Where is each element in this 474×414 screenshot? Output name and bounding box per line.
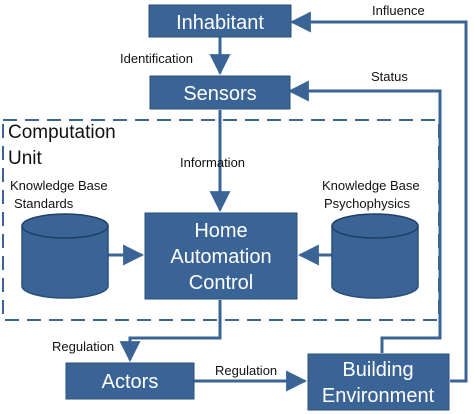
sensors-box: Sensors <box>149 75 291 110</box>
inhabitant-box: Inhabitant <box>148 4 292 38</box>
label-status: Status <box>371 69 408 84</box>
label-information: Information <box>180 155 245 170</box>
kb-standards-label-line1: Knowledge Base <box>10 178 108 193</box>
label-regulation-right: Regulation <box>215 363 277 378</box>
inhabitant-label: Inhabitant <box>176 12 264 34</box>
home-automation-control-box: Home Automation Control <box>144 212 298 300</box>
edge-influence <box>289 11 468 383</box>
computation-unit-title-line2: Unit <box>8 148 43 169</box>
building-label-line1: Building <box>342 359 413 381</box>
sensors-label: Sensors <box>183 83 256 105</box>
actors-label: Actors <box>102 371 159 393</box>
edge-regulation-to-actors <box>119 300 222 363</box>
label-regulation-down: Regulation <box>52 339 114 354</box>
hac-label-line1: Home <box>194 220 247 242</box>
kb-standards-label-line2: Standards <box>14 196 74 211</box>
hac-label-line3: Control <box>189 272 253 294</box>
knowledge-base-standards-cylinder <box>21 213 109 299</box>
computation-unit-title-line1: Computation <box>8 122 116 143</box>
label-influence: Influence <box>372 3 425 18</box>
building-environment-box: Building Environment <box>307 353 450 411</box>
actors-box: Actors <box>65 362 195 400</box>
edge-status <box>287 80 442 353</box>
kb-psychophysics-label-line2: Psychophysics <box>324 196 410 211</box>
kb-psychophysics-label-line1: Knowledge Base <box>322 178 420 193</box>
knowledge-base-psychophysics-cylinder <box>331 213 419 299</box>
hac-label-line2: Automation <box>170 246 271 268</box>
building-label-line2: Environment <box>322 385 435 407</box>
label-identification: Identification <box>120 51 193 66</box>
